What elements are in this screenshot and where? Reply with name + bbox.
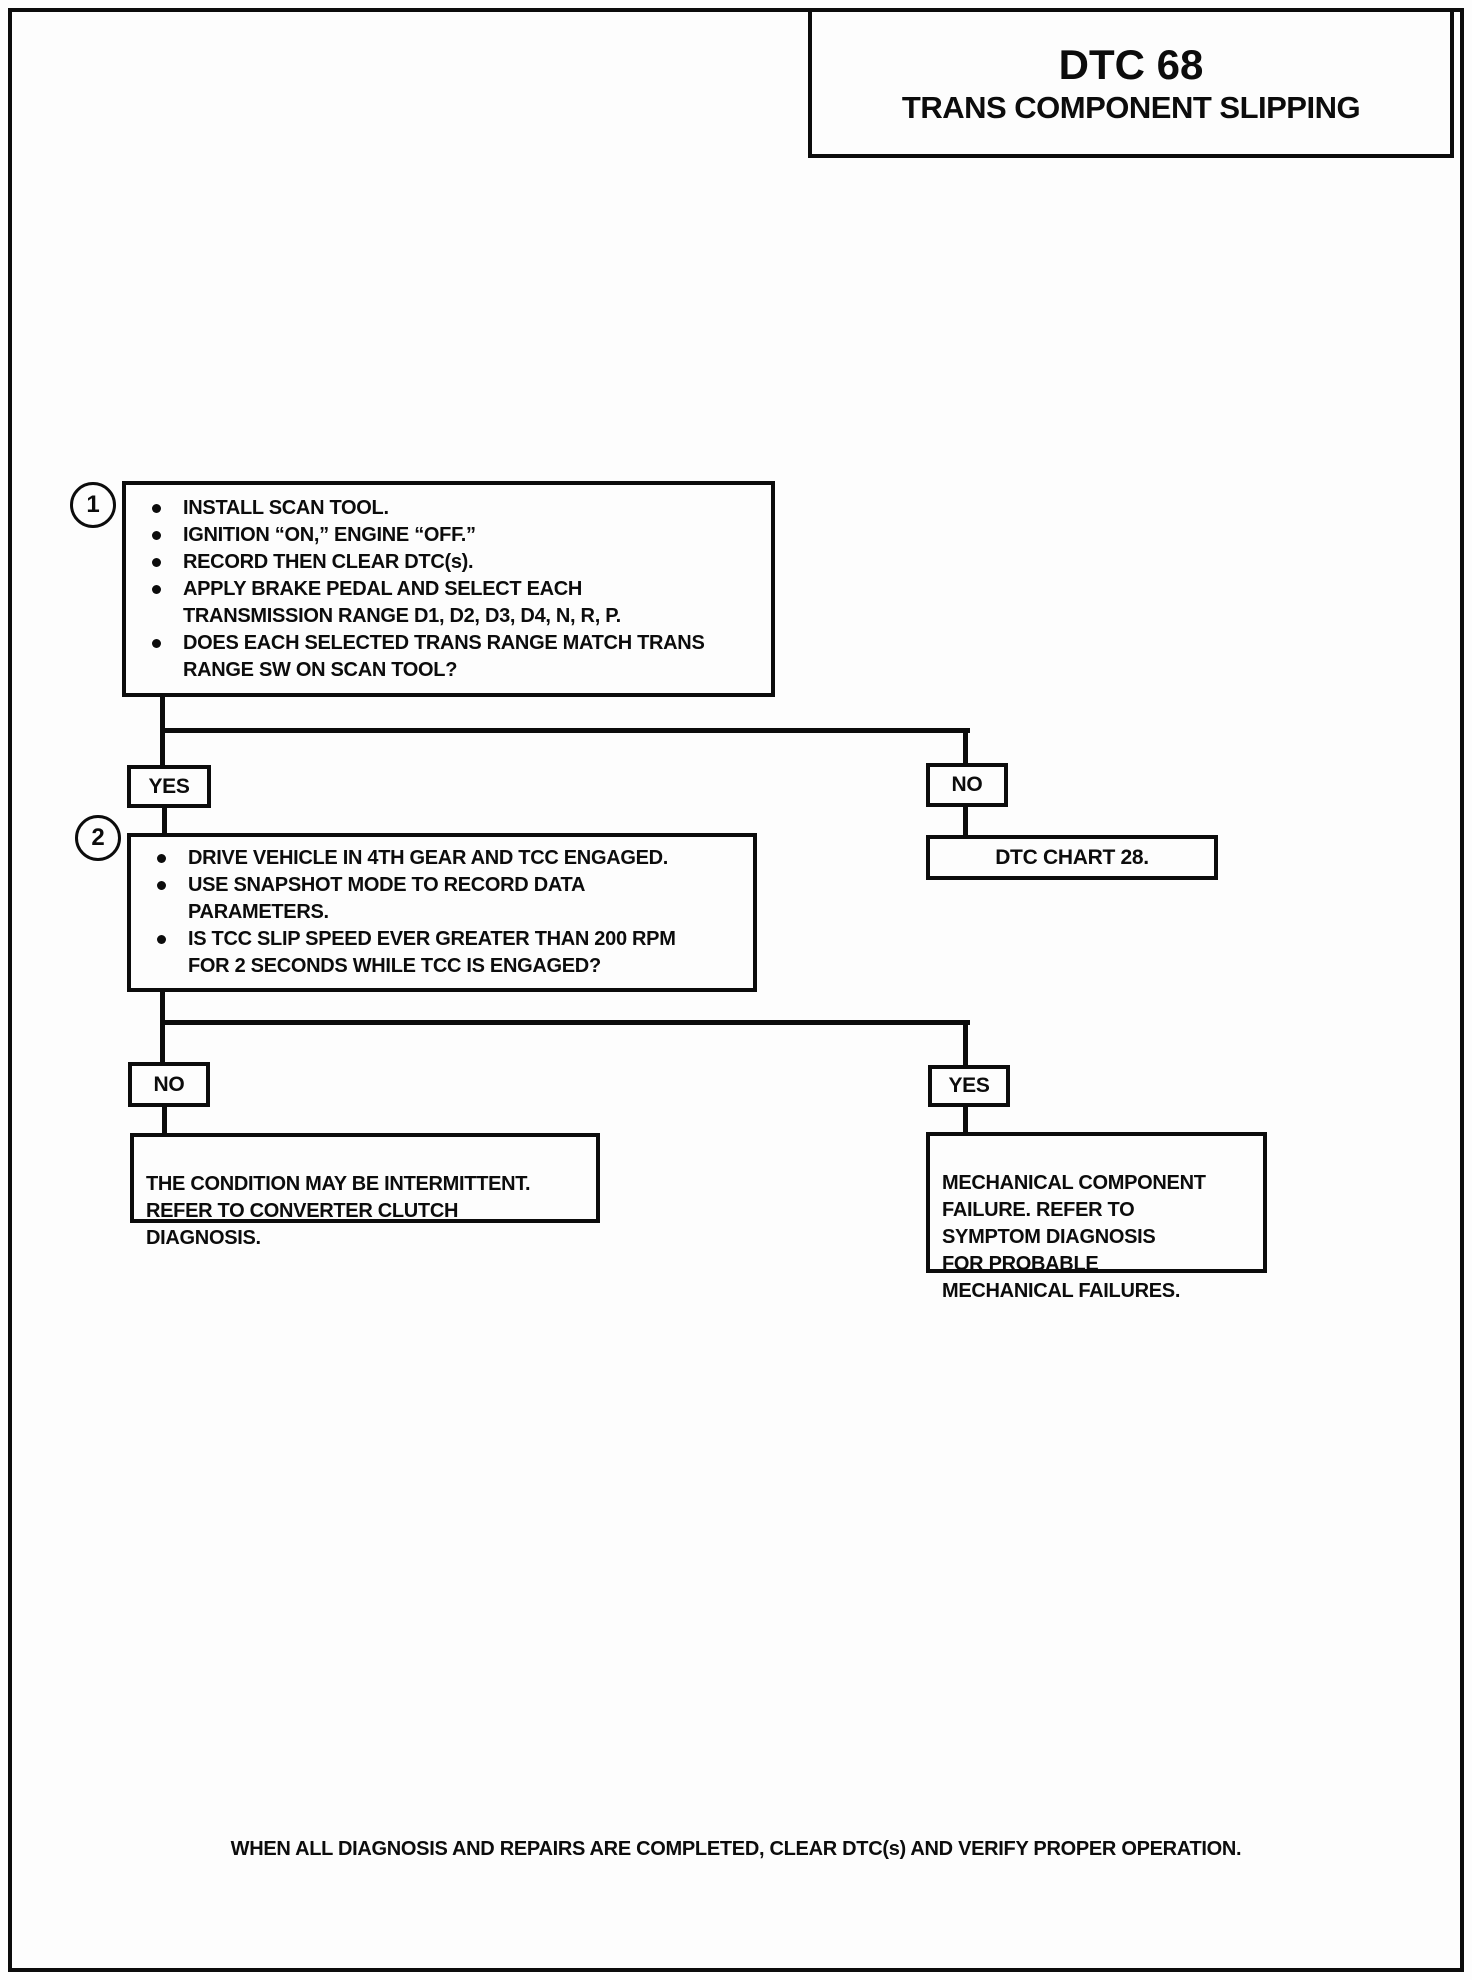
bullet-icon <box>157 881 166 890</box>
bullet-icon <box>157 935 166 944</box>
bullet-icon <box>152 639 161 648</box>
step-1-bullet-item: DOES EACH SELECTED TRANS RANGE MATCH TRA… <box>152 630 761 684</box>
branch2-yes-box: YES <box>928 1065 1010 1107</box>
dtc-code: DTC 68 <box>1058 40 1204 88</box>
step-1-number: 1 <box>70 482 116 528</box>
dtc-chart-28-box: DTC CHART 28. <box>926 835 1218 880</box>
branch1-no-box: NO <box>926 763 1008 807</box>
step-2-bullet-item: DRIVE VEHICLE IN 4TH GEAR AND TCC ENGAGE… <box>157 845 743 872</box>
intermittent-result-text: THE CONDITION MAY BE INTERMITTENT. REFER… <box>146 1173 531 1249</box>
connector-branch2-right-down <box>963 1020 968 1065</box>
connector-yes2-down <box>963 1107 968 1133</box>
connector-no2-down <box>162 1107 167 1133</box>
intermittent-result-box: THE CONDITION MAY BE INTERMITTENT. REFER… <box>130 1133 600 1249</box>
connector-yes1-down <box>162 808 167 833</box>
branch1-yes-box: YES <box>127 765 211 808</box>
bullet-icon <box>152 504 161 513</box>
footer-note: WHEN ALL DIAGNOSIS AND REPAIRS ARE COMPL… <box>230 1838 1242 1860</box>
step-1-bullet-text: IGNITION “ON,” ENGINE “OFF.” <box>183 524 476 546</box>
step-1-bullet-list: INSTALL SCAN TOOL. IGNITION “ON,” ENGINE… <box>126 485 771 684</box>
connector-branch1-right-down <box>963 728 968 763</box>
step-2-bullet-list: DRIVE VEHICLE IN 4TH GEAR AND TCC ENGAGE… <box>131 837 753 980</box>
step-2-box: DRIVE VEHICLE IN 4TH GEAR AND TCC ENGAGE… <box>127 833 757 992</box>
step-1-bullet-item: RECORD THEN CLEAR DTC(s). <box>152 549 761 576</box>
connector-branch1-horizontal <box>160 728 970 733</box>
connector-no1-down <box>963 807 968 835</box>
branch1-no-label: NO <box>951 773 983 796</box>
bullet-icon <box>152 531 161 540</box>
bullet-icon <box>152 585 161 594</box>
branch2-no-box: NO <box>128 1062 210 1107</box>
dtc-chart-28-label: DTC CHART 28. <box>995 845 1149 869</box>
step-1-number-label: 1 <box>86 491 100 518</box>
step-1-bullet-text: DOES EACH SELECTED TRANS RANGE MATCH TRA… <box>183 632 705 681</box>
connector-step2-down <box>160 992 165 1062</box>
step-2-bullet-item: USE SNAPSHOT MODE TO RECORD DATA PARAMET… <box>157 872 743 926</box>
step-1-bullet-text: APPLY BRAKE PEDAL AND SELECT EACH TRANSM… <box>183 578 621 627</box>
bullet-icon <box>152 558 161 567</box>
mechanical-result-box: MECHANICAL COMPONENT FAILURE. REFER TO S… <box>926 1132 1267 1302</box>
bullet-icon <box>157 854 166 863</box>
step-2-number: 2 <box>75 815 121 861</box>
page-border <box>8 8 1464 1972</box>
mechanical-result-text: MECHANICAL COMPONENT FAILURE. REFER TO S… <box>942 1172 1206 1302</box>
step-1-bullet-text: RECORD THEN CLEAR DTC(s). <box>183 551 474 573</box>
step-2-bullet-text: IS TCC SLIP SPEED EVER GREATER THAN 200 … <box>188 928 676 977</box>
title-box: DTC 68 TRANS COMPONENT SLIPPING <box>808 8 1454 158</box>
step-1-box: INSTALL SCAN TOOL. IGNITION “ON,” ENGINE… <box>122 481 775 697</box>
connector-branch2-horizontal <box>160 1020 970 1025</box>
step-1-bullet-item: APPLY BRAKE PEDAL AND SELECT EACH TRANSM… <box>152 576 761 630</box>
step-1-bullet-text: INSTALL SCAN TOOL. <box>183 497 389 519</box>
page-title: TRANS COMPONENT SLIPPING <box>901 89 1361 125</box>
branch1-yes-label: YES <box>148 774 190 798</box>
step-2-bullet-item: IS TCC SLIP SPEED EVER GREATER THAN 200 … <box>157 926 743 980</box>
step-2-bullet-text: DRIVE VEHICLE IN 4TH GEAR AND TCC ENGAGE… <box>188 847 669 869</box>
step-1-bullet-item: IGNITION “ON,” ENGINE “OFF.” <box>152 522 761 549</box>
step-2-bullet-text: USE SNAPSHOT MODE TO RECORD DATA PARAMET… <box>188 874 586 923</box>
branch2-yes-label: YES <box>948 1074 990 1097</box>
branch2-no-label: NO <box>153 1072 185 1096</box>
step-1-bullet-item: INSTALL SCAN TOOL. <box>152 495 761 522</box>
step-2-number-label: 2 <box>91 824 105 851</box>
